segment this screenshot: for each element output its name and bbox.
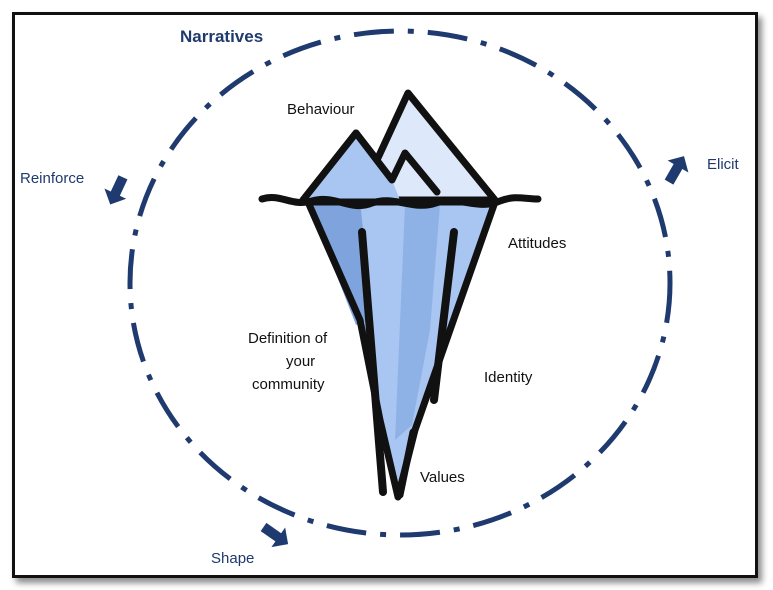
iceberg-body bbox=[304, 198, 499, 501]
waterline bbox=[258, 194, 542, 210]
narratives-cycle-circle bbox=[127, 28, 673, 538]
identity-label: Identity bbox=[484, 369, 533, 386]
elicit-arrow-icon bbox=[664, 156, 689, 185]
definition-label-line1: Definition of bbox=[248, 330, 328, 347]
narratives-title: Narratives bbox=[180, 27, 263, 46]
attitudes-label: Attitudes bbox=[508, 235, 566, 252]
reinforce-label: Reinforce bbox=[20, 170, 84, 187]
reinforce-arrow-icon bbox=[104, 175, 128, 205]
iceberg-tip bbox=[299, 89, 499, 204]
definition-label-line2: your bbox=[286, 353, 315, 370]
values-label: Values bbox=[420, 469, 465, 486]
definition-label-line3: community bbox=[252, 376, 325, 393]
behaviour-label: Behaviour bbox=[287, 101, 355, 118]
shape-label: Shape bbox=[211, 550, 254, 567]
elicit-label: Elicit bbox=[707, 156, 740, 173]
shape-arrow-icon bbox=[260, 522, 289, 548]
